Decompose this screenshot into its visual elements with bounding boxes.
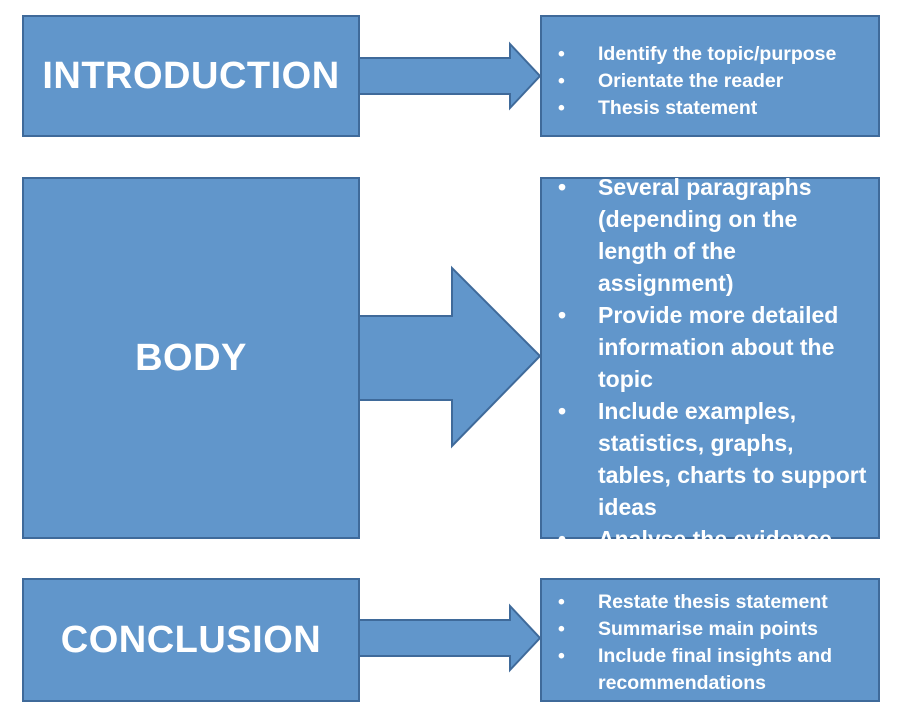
list-item: Provide more detailed information about … <box>542 299 878 395</box>
conclusion-title: CONCLUSION <box>60 618 322 661</box>
conclusion-points: Restate thesis statement Summarise main … <box>542 580 878 697</box>
body-title: BODY <box>135 336 247 379</box>
body-points: Several paragraphs (depending on the len… <box>542 171 878 555</box>
list-item: Thesis statement <box>542 95 878 122</box>
list-item: Orientate the reader <box>542 68 878 95</box>
list-item: Summarise main points <box>542 616 878 643</box>
conclusion-box: CONCLUSION <box>22 578 360 702</box>
body-box: BODY <box>22 177 360 539</box>
conclusion-points-box: Restate thesis statement Summarise main … <box>540 578 880 702</box>
introduction-points-box: Identify the topic/purpose Orientate the… <box>540 15 880 137</box>
list-item: Include final insights and recommendatio… <box>542 643 878 697</box>
introduction-points: Identify the topic/purpose Orientate the… <box>542 17 878 122</box>
list-item: Include examples, statistics, graphs, ta… <box>542 395 878 523</box>
introduction-box: INTRODUCTION <box>22 15 360 137</box>
list-item: Identify the topic/purpose <box>542 41 878 68</box>
list-item: Restate thesis statement <box>542 589 878 616</box>
introduction-title: INTRODUCTION <box>42 54 340 97</box>
list-item: Analyse the evidence <box>542 523 878 555</box>
body-arrow <box>357 265 542 449</box>
body-points-box: Several paragraphs (depending on the len… <box>540 171 880 555</box>
conclusion-arrow <box>357 603 542 673</box>
introduction-arrow <box>357 41 542 111</box>
list-item: Several paragraphs (depending on the len… <box>542 171 878 299</box>
